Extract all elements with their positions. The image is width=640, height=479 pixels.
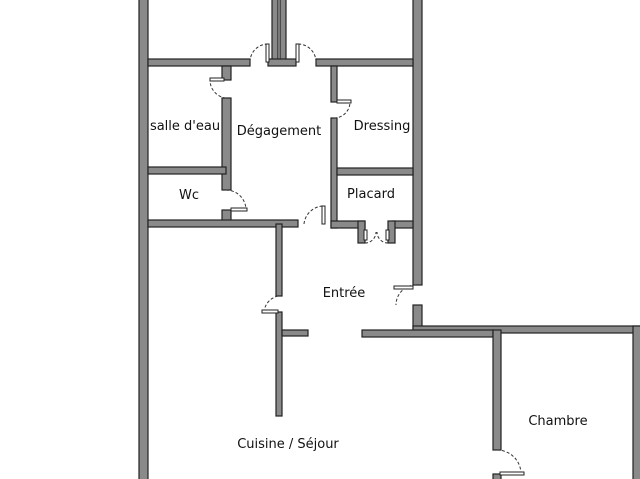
wall-left-exterior xyxy=(138,0,149,479)
room-label-entree: Entrée xyxy=(323,286,366,301)
wall-degagement-right-lower xyxy=(330,117,338,229)
wall-entree-left xyxy=(275,223,283,297)
door-leaf-degagement xyxy=(321,205,326,225)
room-label-degagement: Dégagement xyxy=(237,124,321,139)
door-swing-top-left xyxy=(249,43,269,63)
door-leaf-wc xyxy=(230,207,248,212)
room-label-wc: Wc xyxy=(179,188,199,203)
room-label-placard: Placard xyxy=(347,187,395,202)
room-label-salle-eau: salle d'eau xyxy=(150,119,220,134)
door-swing-salle-eau xyxy=(209,79,227,99)
room-label-chambre: Chambre xyxy=(528,414,587,429)
door-swing-placard-right xyxy=(376,231,389,244)
door-leaf-placard-right xyxy=(385,229,390,241)
wall-sejour-top-right xyxy=(361,329,494,338)
wall-h-60-c xyxy=(315,58,414,67)
door-swing-top-right xyxy=(297,43,317,63)
wall-right-exterior xyxy=(412,0,423,286)
door-swing-placard-left xyxy=(364,231,377,244)
wall-chambre-left-lower xyxy=(492,473,502,479)
wall-chambre-left xyxy=(492,329,502,451)
door-leaf-entree-left xyxy=(261,309,279,314)
wall-h-60-b xyxy=(267,58,297,67)
wall-entree-left-short xyxy=(281,329,309,337)
door-leaf-salle-eau xyxy=(209,77,225,82)
door-swing-entry xyxy=(395,284,417,306)
walls xyxy=(138,0,640,479)
wall-entree-left-lower xyxy=(275,311,283,417)
room-label-cuisine-sejour: Cuisine / Séjour xyxy=(237,437,339,452)
door-swing-wc xyxy=(225,189,247,211)
door-swing-chambre xyxy=(496,449,522,475)
door-leaf-placard-left xyxy=(363,229,368,241)
room-labels: salle d'eau Dégagement Dressing Wc Placa… xyxy=(150,119,588,452)
door-leaf-entry xyxy=(393,285,414,290)
wall-top-divider-left xyxy=(271,0,279,62)
door-leaf-dressing xyxy=(336,99,352,104)
wall-wc-bottom xyxy=(147,219,299,228)
door-leaf-top-right xyxy=(295,43,300,63)
wall-chambre-right xyxy=(632,325,640,479)
door-swing-dressing xyxy=(333,101,351,119)
wall-degagement-right xyxy=(330,65,338,103)
doors xyxy=(209,43,525,476)
wall-top-divider-right xyxy=(279,0,287,62)
wall-dressing-bottom xyxy=(336,167,414,176)
door-swing-degagement xyxy=(303,205,325,225)
wall-salle-eau-right-lower xyxy=(221,97,232,191)
door-leaf-chambre xyxy=(499,471,525,476)
wall-salle-eau-right xyxy=(221,65,232,81)
room-label-dressing: Dressing xyxy=(354,119,411,134)
wall-salle-eau-bottom xyxy=(147,166,227,175)
door-leaf-top-left xyxy=(265,43,270,63)
wall-h-60-a xyxy=(147,58,251,67)
